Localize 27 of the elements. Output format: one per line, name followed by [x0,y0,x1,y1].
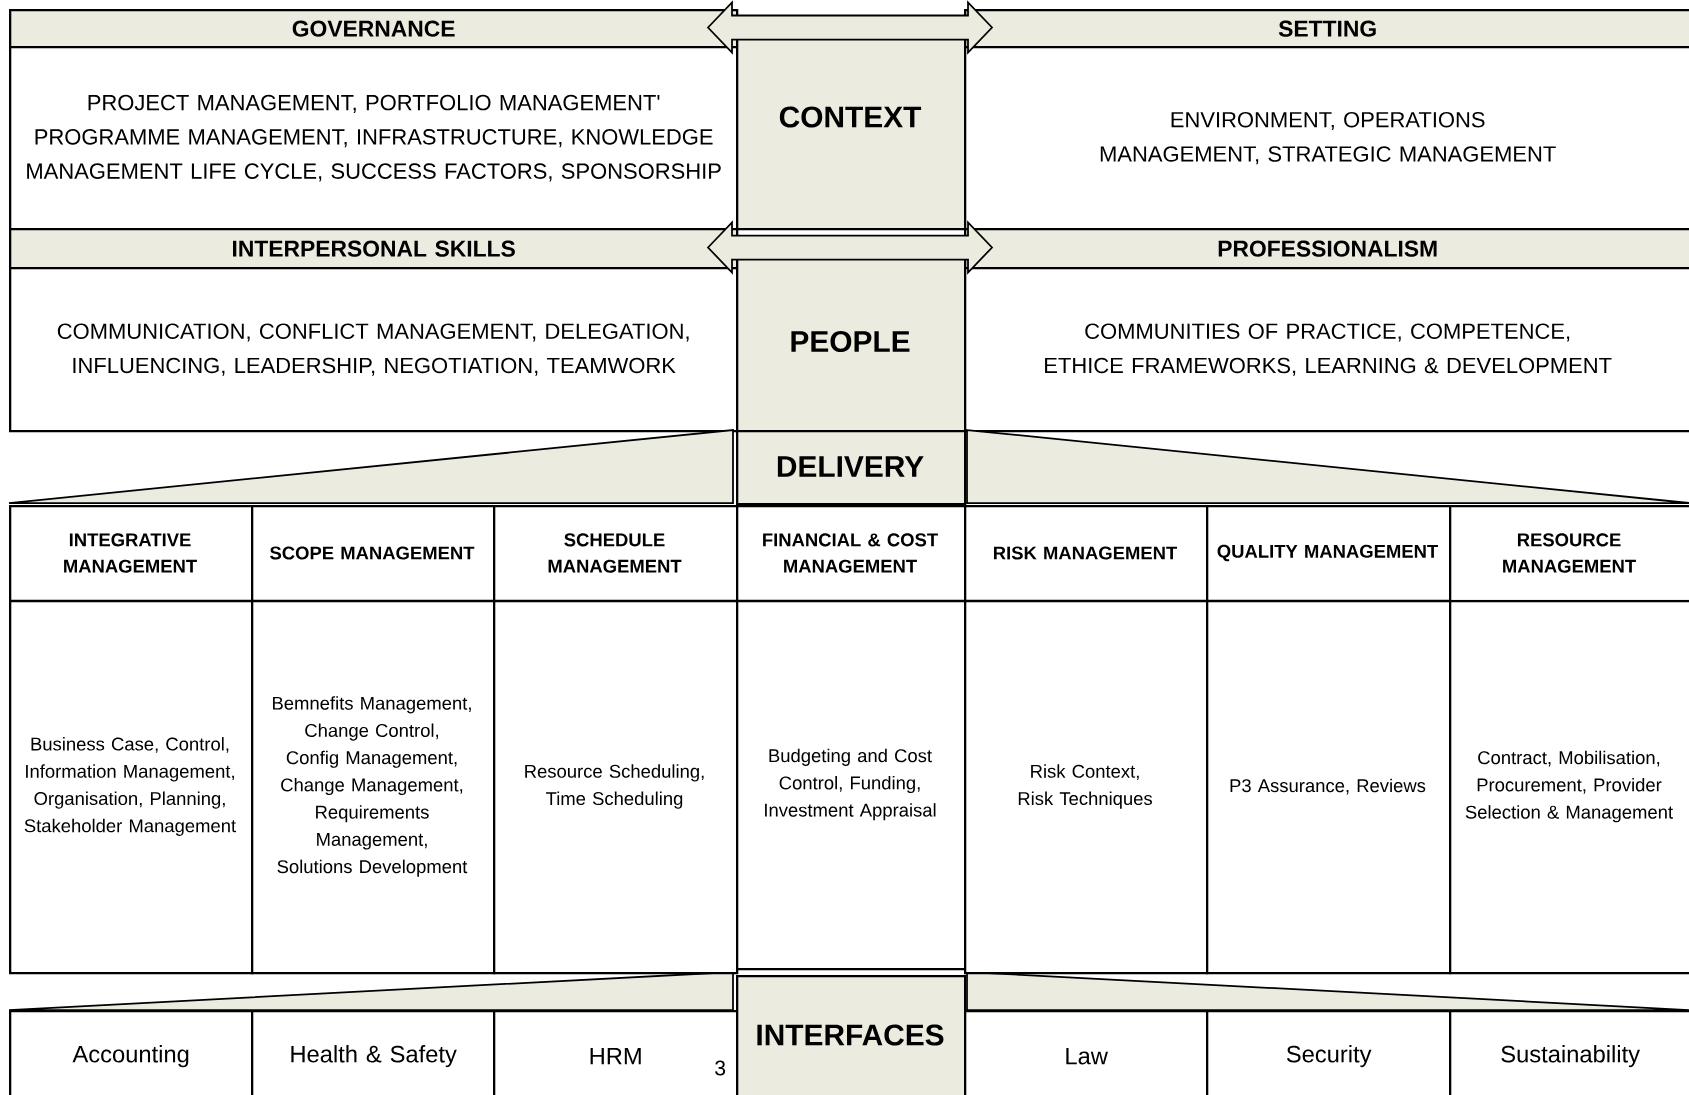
heading-band: GOVERNANCE [9,9,739,49]
table-column: FINANCIAL & COST MANAGEMENT Budgeting and Cost Control, Funding, Investment Appraisal [736,505,967,971]
text-box: PROJECT MANAGEMENT, PORTFOLIO MANAGEMENT' PROGRAMME MANAGEMENT, INFRASTRUCTURE, KNOWLEDGE MANAGEMENT LIFE CYCLE, SUCCESS FACTORS, SPONSORSHIP [9,46,739,231]
node-label: PROFESSIONALISM [1218,240,1437,257]
fan-band: DELIVERY [8,429,1689,506]
center-box: INTERFACES [736,975,967,1095]
page-number: 3 [715,1060,726,1076]
heading-band: INTERPERSONAL SKILLS [9,228,739,270]
text-box: COMMUNICATION, CONFLICT MANAGEMENT, DELEGATION, INFLUENCING, LEADERSHIP, NEGOTIATION, TEAMWORK [9,267,739,433]
node-label: DELIVERY [777,456,924,477]
heading-band: PROFESSIONALISM [964,228,1689,270]
table-column: INTEGRATIVE MANAGEMENT Business Case, Control, Information Management, Organisation, Planning, Stakeholder Management [9,505,254,975]
text-box: COMMUNITIES OF PRACTICE, COMPETENCE, ETHICE FRAMEWORKS, LEARNING & DEVELOPMENT [964,267,1689,433]
text-box: ENVIRONMENT, OPERATIONS MANAGEMENT, STRATEGIC MANAGEMENT [964,46,1689,231]
table-cell: Health & Safety [251,1010,496,1095]
heading-band: SETTING [964,9,1689,49]
table-cell: Security [1206,1010,1452,1095]
center-box: CONTEXT [736,36,967,231]
table-column: SCHEDULE MANAGEMENT Resource Scheduling, Time Scheduling [493,505,739,975]
table-cell: Accounting [9,1010,254,1095]
node-label: SETTING [1278,20,1376,37]
table-column: SCOPE MANAGEMENT Bemnefits Management, Change Control, Config Management, Change Management, Requirements Management, Solutions Development [251,505,496,975]
table-column: RISK MANAGEMENT Risk Context, Risk Techniques [964,505,1209,975]
table-column: RESOURCE MANAGEMENT Contract, Mobilisation, Procurement, Provider Selection & Management [1449,505,1689,975]
table-column: QUALITY MANAGEMENT P3 Assurance, Reviews [1206,505,1452,975]
table-cell: Law [964,1010,1209,1095]
table-cell: Sustainability [1449,1010,1689,1095]
